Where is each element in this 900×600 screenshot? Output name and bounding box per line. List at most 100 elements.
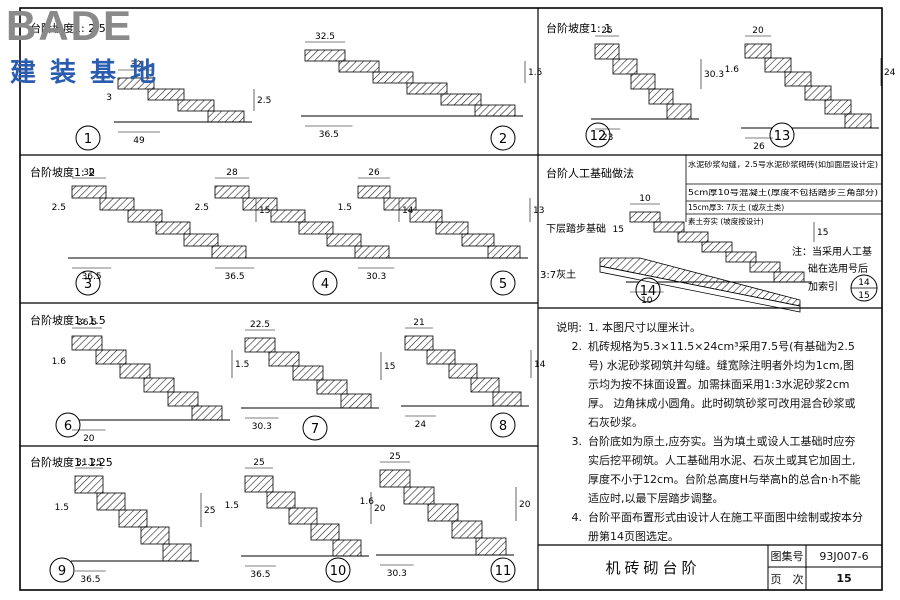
- brick-step: [426, 349, 456, 365]
- detail-number: 8: [499, 419, 507, 434]
- detail-number: 14: [640, 284, 657, 299]
- note-row: 4. 台阶平面布置形式由设计人在施工平面图中绘制或按本分册第14页图选定。: [544, 508, 864, 546]
- dimension-label: 25: [253, 458, 264, 468]
- detail-number-circle: [490, 125, 516, 151]
- brick-step: [298, 221, 334, 235]
- brick-step: [268, 351, 300, 367]
- note-row: 说明: 1. 本图尺寸以厘米计。: [544, 318, 864, 337]
- brick-step: [630, 73, 656, 90]
- brick-step: [354, 245, 390, 259]
- detail-number: 4: [321, 277, 329, 292]
- drawing-title: 机砖砌台阶: [605, 559, 701, 577]
- dimension-label: 14: [534, 360, 546, 370]
- dimension-label: 15: [613, 225, 624, 235]
- brick-step: [244, 475, 274, 493]
- brick-step: [71, 185, 107, 199]
- dimension-label: 32.5: [315, 32, 335, 42]
- note-row: 2. 机砖规格为5.3×11.5×24cm³采用7.5号(有基础为2.5号) 水…: [544, 337, 864, 432]
- brick-step: [487, 245, 521, 259]
- dimension-label: 20: [752, 26, 764, 36]
- note-3-text: 台阶底如为原土,应夯实。当为填土或设人工基础时应夯实后挖平砌筑。人工基础用水泥、…: [588, 435, 861, 505]
- detail-number-circle: [325, 557, 351, 583]
- detail-number-circle: [75, 125, 101, 151]
- brick-step: [326, 233, 362, 247]
- brick-step: [744, 43, 772, 59]
- note-4-text: 台阶平面布置形式由设计人在施工平面图中绘制或按本分册第14页图选定。: [588, 511, 863, 543]
- brick-step: [211, 245, 247, 259]
- brand-logo: BADE 建装基地: [6, 2, 176, 88]
- brick-step: [71, 335, 103, 351]
- brick-step: [844, 113, 872, 129]
- note-number: 1.: [588, 321, 599, 334]
- brick-step: [332, 539, 362, 557]
- brick-step: [127, 209, 163, 223]
- brick-step: [167, 391, 199, 407]
- foundation-note-2: 础在选用号后: [808, 262, 868, 275]
- note-number: 2.: [571, 340, 583, 353]
- brick-step: [244, 337, 276, 353]
- brick-step: [266, 491, 296, 509]
- stair-details-layer: 132492.53232.536.51.533036.5152.542836.5…: [49, 26, 896, 585]
- dimension-label: 49: [133, 136, 145, 146]
- logo-chinese-text: 建装基地: [10, 58, 171, 88]
- dimension-label: 36.5: [77, 318, 97, 328]
- brick-step: [340, 393, 372, 409]
- brick-step: [242, 197, 278, 211]
- detail-number-circle: [302, 415, 328, 441]
- detail-number: 6: [64, 419, 72, 434]
- brick-step: [404, 335, 434, 351]
- brick-step: [701, 241, 733, 253]
- dimension-label: 24: [884, 68, 896, 78]
- detail-number: 13: [774, 129, 791, 144]
- foundation-lime-soil-layer: [599, 265, 801, 313]
- slope-label-2: 台阶坡度1: 1: [546, 21, 611, 35]
- brick-step: [653, 221, 685, 233]
- detail-number-circle: [49, 557, 75, 583]
- dimension-label: 1.5: [225, 501, 239, 511]
- dimension-label: 26: [368, 168, 380, 178]
- dimension-label: 36.5: [80, 575, 100, 585]
- brick-step: [270, 209, 306, 223]
- brick-step: [406, 82, 448, 95]
- brick-step: [183, 233, 219, 247]
- brick-step: [383, 197, 417, 211]
- title-block: 机砖砌台阶 图集号 93J007-6 页 次 15: [538, 545, 882, 590]
- notes-label: 说明:: [556, 321, 582, 334]
- dimension-label: 1.6: [52, 357, 67, 367]
- dimension-label: 1.5: [235, 360, 249, 370]
- brick-step: [155, 221, 191, 235]
- brick-step: [162, 543, 192, 562]
- note-number: 4.: [571, 511, 583, 524]
- dimension-label: 32: [130, 60, 141, 70]
- brick-step: [677, 231, 709, 243]
- dimension-label: 26: [753, 142, 765, 152]
- dimension-label: 14: [402, 206, 414, 216]
- brick-step: [316, 379, 348, 395]
- dimension-label: 3: [106, 93, 112, 103]
- foundation-layer-4: 素土夯实 (坡度按设计): [688, 216, 764, 226]
- detail-number: 9: [58, 564, 66, 579]
- brick-step: [451, 520, 483, 539]
- dimension-label: 1.5: [55, 503, 69, 513]
- page-number: 15: [836, 572, 852, 585]
- detail-number-circle: [490, 557, 516, 583]
- note-number: 3.: [571, 435, 583, 448]
- brick-step: [147, 88, 185, 101]
- brick-step: [379, 469, 411, 488]
- dimension-label: 25: [601, 26, 612, 36]
- dimension-label: 36.5: [225, 272, 245, 282]
- brick-step: [207, 110, 245, 123]
- brick-step: [177, 99, 215, 112]
- brick-step: [143, 377, 175, 393]
- foundation-layer-3: 15cm厚3: 7灰土 (或灰土类): [688, 202, 784, 212]
- brick-step: [725, 251, 757, 263]
- brick-step: [470, 377, 500, 393]
- detail-number: 10: [330, 564, 347, 579]
- dimension-label: 30.3: [366, 272, 386, 282]
- brick-step: [440, 93, 482, 106]
- brick-step: [119, 363, 151, 379]
- detail-number-circle: [55, 412, 81, 438]
- dimension-label: 25: [389, 452, 400, 462]
- dimension-label: 21: [413, 318, 424, 328]
